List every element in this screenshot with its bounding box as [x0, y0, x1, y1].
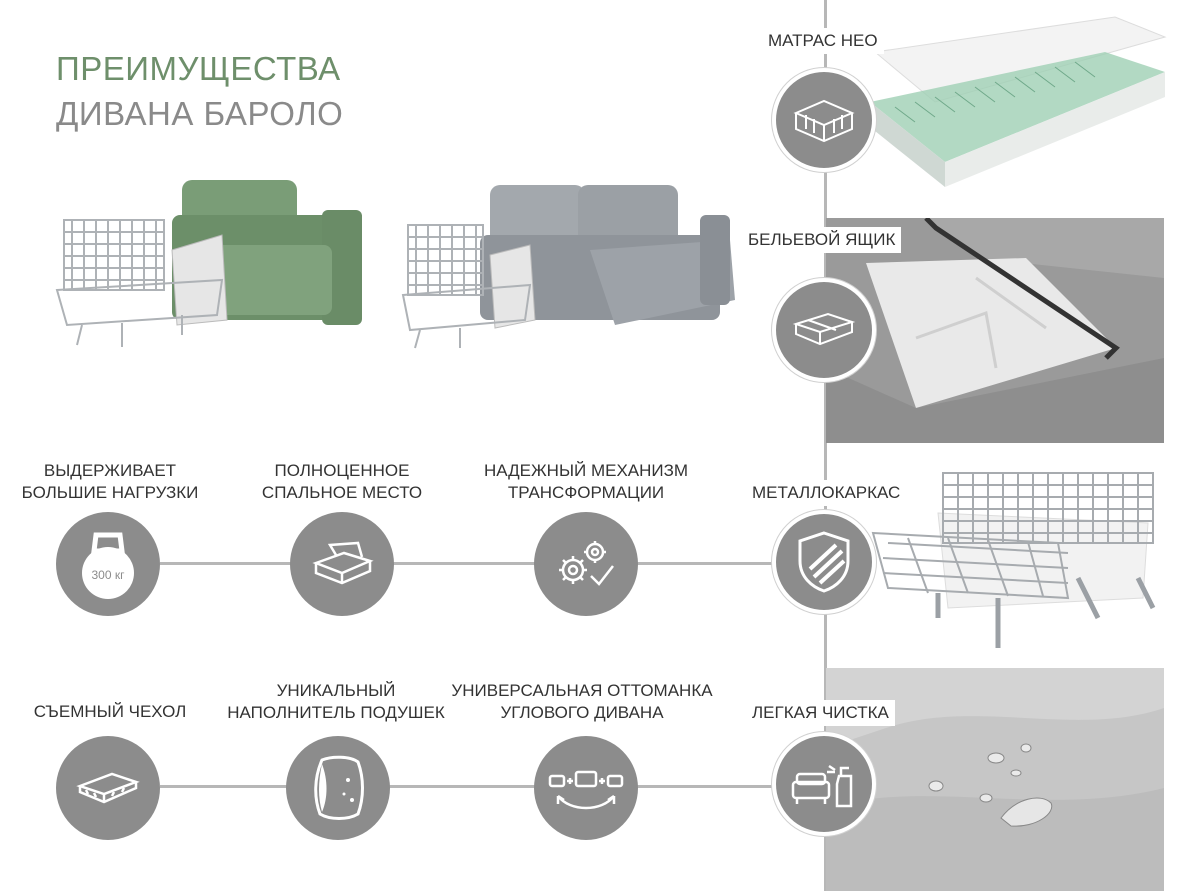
feature-label-load-line1: ВЫДЕРЖИВАЕТ: [43, 461, 177, 480]
shield-icon: [772, 510, 876, 614]
title-line-1: ПРЕИМУЩЕСТВА: [56, 50, 341, 87]
title-line-2: ДИВАНА БАРОЛО: [56, 95, 344, 132]
feature-label-mechanism: НАДЕЖНЫЙ МЕХАНИЗМ ТРАНСФОРМАЦИИ: [484, 460, 688, 504]
feature-label-ottoman-line1: УНИВЕРСАЛЬНАЯ ОТТОМАНКА: [451, 681, 713, 700]
gray-corner-sofa-image: [401, 185, 735, 349]
storage-box-icon: [772, 278, 876, 382]
mattress-springs-icon: [772, 68, 876, 172]
side-label-storage: БЕЛЬЕВОЙ ЯЩИК: [742, 227, 902, 253]
kettlebell-weight-text: 300 кг: [92, 568, 126, 582]
feature-label-sleeping: ПОЛНОЦЕННОЕ СПАЛЬНОЕ МЕСТО: [262, 460, 422, 504]
bed-icon: [290, 512, 394, 616]
ottoman-swap-icon: [534, 736, 638, 840]
gears-check-icon: [534, 512, 638, 616]
cover-icon: [56, 736, 160, 840]
cleaning-spray-icon: [772, 732, 876, 836]
feature-label-load: ВЫДЕРЖИВАЕТ БОЛЬШИЕ НАГРУЗКИ: [22, 460, 199, 504]
feature-label-sleeping-line1: ПОЛНОЦЕННОЕ: [274, 461, 410, 480]
easy-clean-fabric-image: [826, 668, 1164, 891]
side-label-easy-clean: ЛЕГКАЯ ЧИСТКА: [746, 700, 895, 726]
mattress-neo-image: [870, 16, 1167, 187]
kettlebell-icon: 300 кг: [56, 512, 160, 616]
feature-label-filler: УНИКАЛЬНЫЙ НАПОЛНИТЕЛЬ ПОДУШЕК: [227, 680, 444, 724]
metal-frame-image: [871, 472, 1156, 648]
row2-connector-line: [160, 785, 820, 788]
side-label-mattress: МАТРАС НЕО: [762, 28, 884, 54]
feature-label-ottoman: УНИВЕРСАЛЬНАЯ ОТТОМАНКА УГЛОВОГО ДИВАНА: [451, 680, 712, 724]
feature-label-mechanism-line2: ТРАНСФОРМАЦИИ: [507, 483, 665, 502]
storage-box-image: [826, 218, 1164, 443]
feature-label-sleeping-line2: СПАЛЬНОЕ МЕСТО: [261, 483, 423, 502]
side-label-metal-frame: МЕТАЛЛОКАРКАС: [746, 480, 907, 506]
feature-label-ottoman-line2: УГЛОВОГО ДИВАНА: [500, 703, 664, 722]
feature-label-load-line2: БОЛЬШИЕ НАГРУЗКИ: [21, 483, 199, 502]
side-vertical-line: [824, 0, 827, 891]
feature-label-filler-line1: УНИКАЛЬНЫЙ: [276, 681, 396, 700]
row1-connector-line: [160, 562, 820, 565]
feature-label-cover: СЪЕМНЫЙ ЧЕХОЛ: [34, 701, 187, 723]
feature-label-cover-line1: СЪЕМНЫЙ ЧЕХОЛ: [33, 702, 187, 721]
feature-label-mechanism-line1: НАДЕЖНЫЙ МЕХАНИЗМ: [483, 461, 689, 480]
green-sofa-image: [55, 180, 362, 347]
pillow-filler-icon: [286, 736, 390, 840]
feature-label-filler-line2: НАПОЛНИТЕЛЬ ПОДУШЕК: [227, 703, 445, 722]
